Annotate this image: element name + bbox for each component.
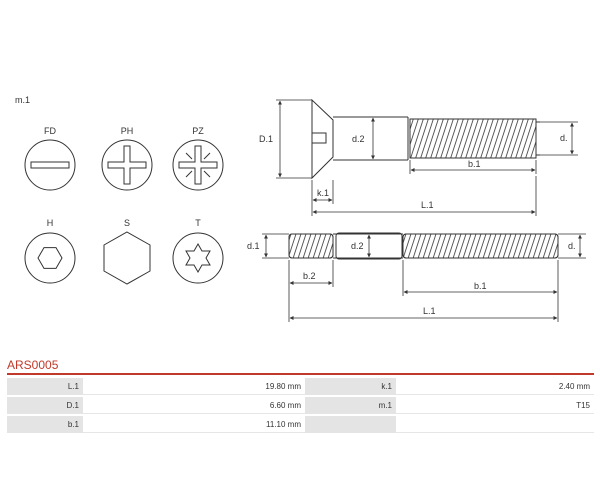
drive-label-pz: PZ	[192, 126, 204, 136]
spec-key: k.1	[305, 378, 396, 395]
technical-drawing: m.1 FD PH PZ H S T	[15, 95, 586, 322]
stud-thread-diameter-label: d.	[568, 241, 576, 251]
head-height-label: k.1	[317, 188, 329, 198]
shank-diameter-label: d.2	[352, 134, 365, 144]
thread-diameter-label: d.	[560, 133, 568, 143]
spec-key: L.1	[7, 378, 83, 395]
drive-label-ph: PH	[121, 126, 134, 136]
stud-diameter-label: d.1	[247, 241, 260, 251]
spec-key: D.1	[7, 397, 83, 414]
pozidriv-drive-icon	[172, 139, 224, 191]
countersunk-screw-drawing	[311, 98, 540, 180]
slotted-drive-icon	[24, 139, 76, 191]
stud-thread-length-label: b.1	[474, 281, 487, 291]
spec-value: 2.40 mm	[396, 378, 594, 395]
drive-label-t: T	[195, 218, 201, 228]
spec-value: T15	[396, 397, 594, 414]
total-length-label: L.1	[421, 200, 434, 210]
stud-drawing	[288, 232, 559, 260]
spec-key	[305, 416, 396, 433]
spec-value: 19.80 mm	[83, 378, 305, 395]
drive-label-h: H	[47, 218, 54, 228]
part-number: ARS0005	[7, 358, 59, 372]
torx-drive-icon	[172, 232, 224, 284]
spec-key: m.1	[305, 397, 396, 414]
hex-socket-drive-icon	[24, 232, 76, 284]
spec-key: b.1	[7, 416, 83, 433]
countersunk-screw-dimensions	[276, 99, 578, 216]
hex-head-drive-icon	[103, 231, 151, 285]
table-row: D.1 6.60 mm m.1 T15	[7, 397, 594, 414]
drive-label-fd: FD	[44, 126, 56, 136]
spec-value: 6.60 mm	[83, 397, 305, 414]
drive-type-section-label: m.1	[15, 95, 30, 105]
stud-dimensions	[262, 233, 586, 322]
head-diameter-label: D.1	[259, 134, 273, 144]
stud-shank-diameter-label: d.2	[351, 241, 364, 251]
part-divider	[7, 373, 594, 375]
stud-second-thread-label: b.2	[303, 271, 316, 281]
drive-label-s: S	[124, 218, 130, 228]
phillips-drive-icon	[101, 139, 153, 191]
spec-table: L.1 19.80 mm k.1 2.40 mm D.1 6.60 mm m.1…	[7, 376, 594, 435]
table-row: L.1 19.80 mm k.1 2.40 mm	[7, 378, 594, 395]
spec-value	[396, 416, 594, 433]
spec-value: 11.10 mm	[83, 416, 305, 433]
table-row: b.1 11.10 mm	[7, 416, 594, 433]
stud-total-length-label: L.1	[423, 306, 436, 316]
thread-length-label: b.1	[468, 159, 481, 169]
